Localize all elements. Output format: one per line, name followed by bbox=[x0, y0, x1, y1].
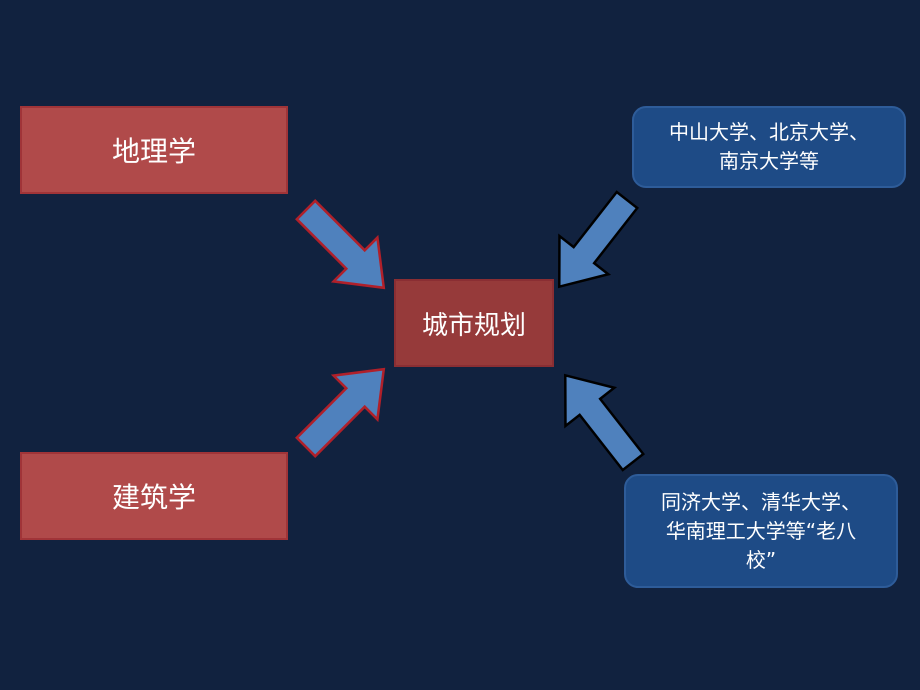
architecture-label: 建筑学 bbox=[111, 481, 196, 514]
geography-label: 地理学 bbox=[111, 135, 196, 168]
arrow-universities-bottom-to-center-icon bbox=[539, 354, 659, 483]
universities-bottom-line: 校” bbox=[745, 547, 777, 572]
urban-planning-label: 城市规划 bbox=[421, 310, 526, 341]
universities-bottom-box: 同济大学、清华大学、 华南理工大学等“老八 校” bbox=[624, 474, 898, 588]
geography-box: 地理学 bbox=[20, 106, 288, 194]
arrow-universities-top-to-center-icon bbox=[533, 179, 653, 308]
arrow-geography-to-center-icon bbox=[282, 186, 407, 311]
urban-planning-box: 城市规划 bbox=[394, 279, 554, 367]
universities-top-box: 中山大学、北京大学、 南京大学等 bbox=[632, 106, 906, 188]
universities-top-line: 南京大学等 bbox=[719, 149, 819, 173]
architecture-box: 建筑学 bbox=[20, 452, 288, 540]
universities-bottom-line: 华南理工大学等“老八 bbox=[665, 518, 857, 543]
arrow-architecture-to-center-icon bbox=[282, 346, 407, 471]
universities-bottom-line: 同济大学、清华大学、 bbox=[661, 489, 861, 514]
universities-top-line: 中山大学、北京大学、 bbox=[669, 120, 869, 144]
